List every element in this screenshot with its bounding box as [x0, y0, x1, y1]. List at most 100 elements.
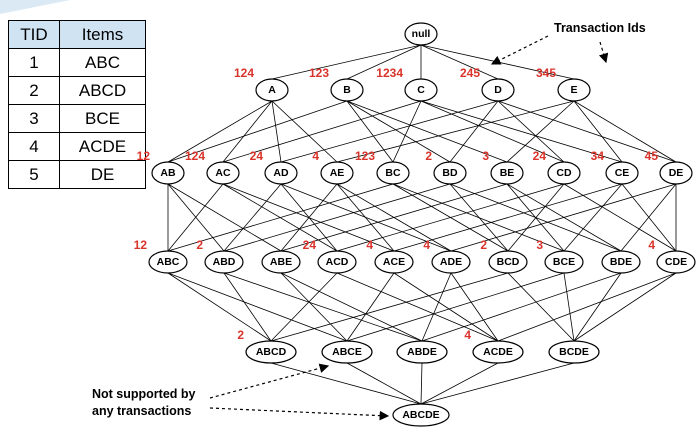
node-ellipse — [374, 250, 414, 274]
itemset-node-abe: ABE — [261, 250, 301, 274]
node-label: AC — [215, 167, 231, 179]
edge-B-BE — [346, 100, 508, 163]
itemset-node-ae: AE4 — [312, 149, 354, 185]
node-label: BC — [385, 167, 401, 179]
edge-ACDE-ABCDE — [420, 362, 499, 405]
cell-items: ABCD — [59, 76, 146, 105]
node-ellipse — [204, 250, 244, 274]
edge-BD-ABD — [223, 183, 451, 252]
edge-null-A — [271, 44, 422, 80]
edge-D-AD — [280, 100, 499, 163]
node-ellipse — [659, 161, 693, 185]
node-ellipse — [481, 78, 515, 102]
itemset-node-abcd: ABCD 2 — [237, 328, 297, 364]
edge-ABE-ABCE — [280, 272, 348, 342]
cell-items: ACDE — [59, 132, 146, 161]
edge-ABD-ABCD — [223, 272, 272, 342]
node-ellipse — [206, 161, 240, 185]
edge-ACD-ABCD — [270, 272, 338, 342]
edge-ABC-ABCD — [167, 272, 272, 342]
node-label: ACDE — [483, 346, 513, 358]
edge-null-B — [346, 44, 422, 80]
node-label: ADE — [440, 256, 462, 268]
itemset-node-abde: ABDE — [396, 340, 448, 364]
node-label: ABCD — [256, 346, 287, 358]
node-label: CDE — [665, 256, 687, 268]
node-label: ABE — [270, 256, 292, 268]
edge-CDE-ACDE — [497, 272, 677, 342]
node-label: BDE — [610, 256, 632, 268]
edge-BCD-ABCD — [270, 272, 509, 342]
node-ellipse — [557, 78, 591, 102]
not-supported-arrow-abce — [209, 363, 330, 399]
cell-tid: 5 — [8, 160, 60, 189]
node-label: ABD — [213, 256, 236, 268]
edge-BCE-BCDE — [563, 272, 575, 342]
table-row: 1 ABC — [8, 48, 146, 77]
edge-ACE-ACDE — [393, 272, 499, 342]
edge-BCD-BCDE — [507, 272, 575, 342]
tid-list-label: 3 — [536, 238, 543, 252]
edge-AD-ABD — [223, 183, 282, 252]
tid-list-label: 12 — [134, 238, 148, 252]
itemset-node-be: BE3 — [482, 149, 524, 185]
edge-E-BE — [506, 100, 575, 163]
itemset-node-abd: ABD 2 — [196, 238, 244, 274]
node-label: CD — [556, 167, 572, 179]
tid-list-label: 24 — [303, 238, 317, 252]
itemset-node-abce: ABCE — [321, 340, 373, 364]
transaction-ids-arrow-left — [490, 35, 549, 65]
edge-AE-ABE — [280, 183, 338, 252]
itemset-node-null: null — [404, 22, 438, 46]
edge-A-AC — [222, 100, 273, 163]
node-label: AB — [160, 167, 176, 179]
node-ellipse — [656, 250, 696, 274]
edge-BCDE-ABCDE — [420, 362, 575, 405]
edge-A-AD — [271, 100, 282, 163]
edge-B-AB — [167, 100, 348, 163]
itemset-node-bcde: BCDE — [548, 340, 600, 364]
edge-ABDE-ABCDE — [420, 362, 423, 405]
transaction-ids-arrow-right — [598, 41, 609, 64]
tid-list-label: 3 — [482, 149, 489, 163]
edge-ACE-ABCE — [346, 272, 395, 342]
edge-D-CD — [497, 100, 565, 163]
tid-list-label: 1234 — [376, 66, 403, 80]
itemset-node-bd: BD2 — [425, 149, 467, 185]
edge-AC-ABC — [167, 183, 224, 252]
node-label: BCDE — [559, 346, 589, 358]
node-ellipse — [321, 340, 373, 364]
node-ellipse — [490, 161, 524, 185]
node-ellipse — [376, 161, 410, 185]
itemset-node-abcde: ABCDE — [392, 403, 450, 427]
node-ellipse — [255, 78, 289, 102]
node-ellipse — [548, 340, 600, 364]
node-ellipse — [317, 250, 357, 274]
tid-list-label: 4 — [312, 149, 319, 163]
node-label: D — [494, 84, 502, 96]
tid-list-label: 4 — [648, 238, 655, 252]
itemset-node-bde: BDE — [601, 250, 641, 274]
edge-BD-BCD — [449, 183, 509, 252]
node-label: null — [412, 28, 431, 40]
lattice-edges — [167, 44, 677, 405]
node-ellipse — [472, 340, 524, 364]
itemset-node-cde: CDE 4 — [648, 238, 696, 274]
node-ellipse — [264, 161, 298, 185]
node-label: A — [268, 84, 276, 96]
edge-ABCD-ABCDE — [270, 362, 422, 405]
tid-list-label: 2 — [196, 238, 203, 252]
tid-list-label: 2 — [237, 328, 244, 342]
